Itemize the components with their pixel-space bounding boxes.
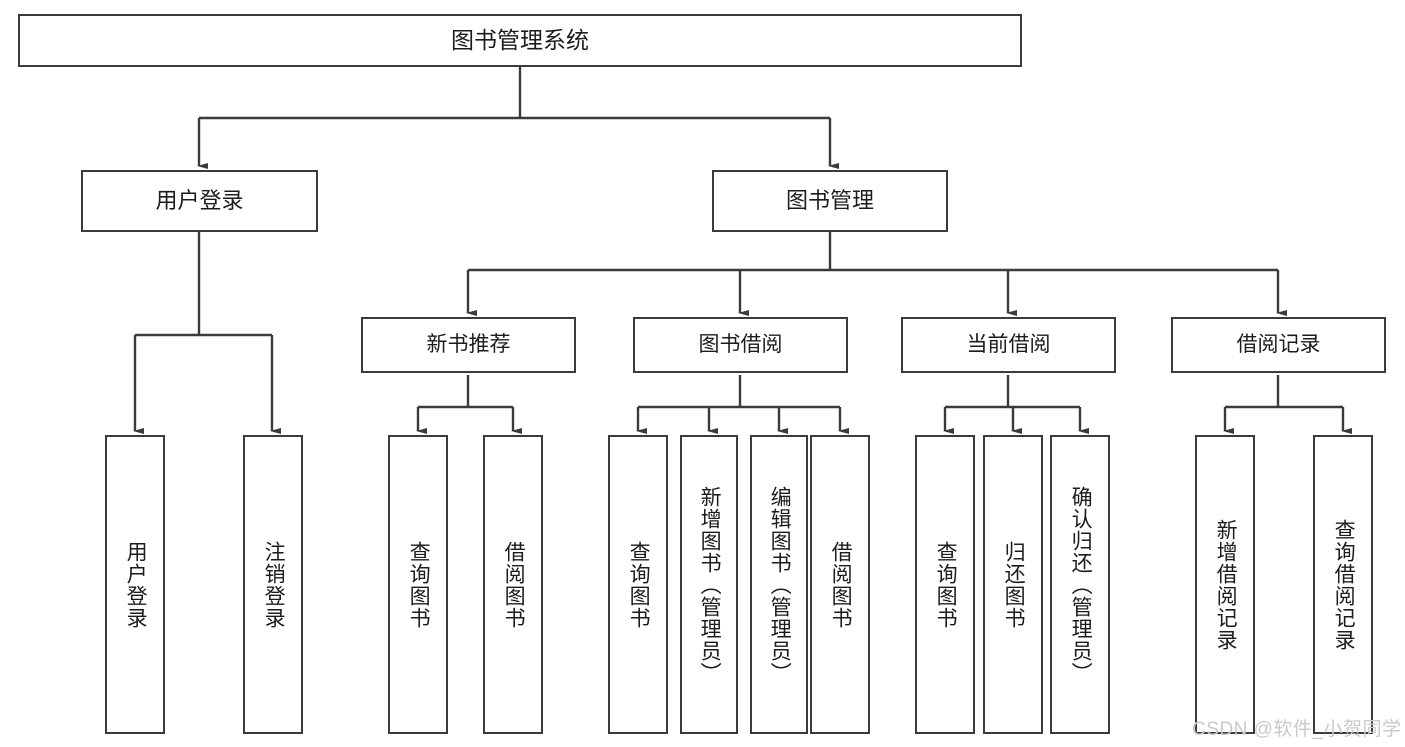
- leaf-user-login-label: 用户登录: [124, 540, 148, 629]
- leaf-query-book-1-label: 查询图书: [407, 540, 431, 629]
- node-book-management[interactable]: 图书管理: [712, 170, 948, 232]
- leaf-add-book-label: 新增图书（管理员）: [698, 485, 722, 684]
- leaf-logout-login[interactable]: 注销登录: [243, 435, 303, 734]
- node-current-borrow[interactable]: 当前借阅: [901, 317, 1116, 373]
- leaf-return-book-label: 归还图书: [1002, 540, 1026, 629]
- leaf-query-record[interactable]: 查询借阅记录: [1313, 435, 1373, 734]
- leaf-confirm-return[interactable]: 确认归还（管理员）: [1050, 435, 1110, 734]
- leaf-query-record-label: 查询借阅记录: [1332, 518, 1356, 651]
- node-book-management-label: 图书管理: [785, 188, 874, 214]
- leaf-query-book-2-label: 查询图书: [627, 540, 651, 629]
- leaf-query-book-2[interactable]: 查询图书: [608, 435, 668, 734]
- leaf-edit-book[interactable]: 编辑图书（管理员）: [750, 435, 808, 734]
- node-book-borrow[interactable]: 图书借阅: [633, 317, 848, 373]
- leaf-user-login[interactable]: 用户登录: [105, 435, 165, 734]
- leaf-add-record-label: 新增借阅记录: [1214, 518, 1238, 651]
- node-user-login-label: 用户登录: [155, 188, 244, 214]
- node-root-system[interactable]: 图书管理系统: [18, 14, 1022, 67]
- node-borrow-record-label: 借阅记录: [1236, 332, 1321, 356]
- node-book-borrow-label: 图书借阅: [698, 332, 783, 356]
- node-root-label: 图书管理系统: [451, 27, 589, 54]
- leaf-return-book[interactable]: 归还图书: [983, 435, 1043, 734]
- leaf-borrow-book-1[interactable]: 借阅图书: [483, 435, 543, 734]
- leaf-query-book-1[interactable]: 查询图书: [388, 435, 448, 734]
- leaf-borrow-book-2[interactable]: 借阅图书: [810, 435, 870, 734]
- node-borrow-record[interactable]: 借阅记录: [1171, 317, 1386, 373]
- leaf-add-book[interactable]: 新增图书（管理员）: [680, 435, 738, 734]
- leaf-query-book-3[interactable]: 查询图书: [915, 435, 975, 734]
- leaf-edit-book-label: 编辑图书（管理员）: [768, 485, 792, 684]
- node-user-login[interactable]: 用户登录: [81, 170, 318, 232]
- leaf-confirm-return-label: 确认归还（管理员）: [1069, 485, 1093, 684]
- csdn-watermark: CSDN @软件_小贺同学: [1192, 719, 1402, 740]
- node-current-borrow-label: 当前借阅: [966, 332, 1051, 356]
- node-new-book-recommend[interactable]: 新书推荐: [361, 317, 576, 373]
- leaf-logout-login-label: 注销登录: [262, 540, 286, 629]
- leaf-add-record[interactable]: 新增借阅记录: [1195, 435, 1255, 734]
- leaf-query-book-3-label: 查询图书: [934, 540, 958, 629]
- leaf-borrow-book-2-label: 借阅图书: [829, 540, 853, 629]
- node-new-book-recommend-label: 新书推荐: [426, 332, 511, 356]
- leaf-borrow-book-1-label: 借阅图书: [502, 540, 526, 629]
